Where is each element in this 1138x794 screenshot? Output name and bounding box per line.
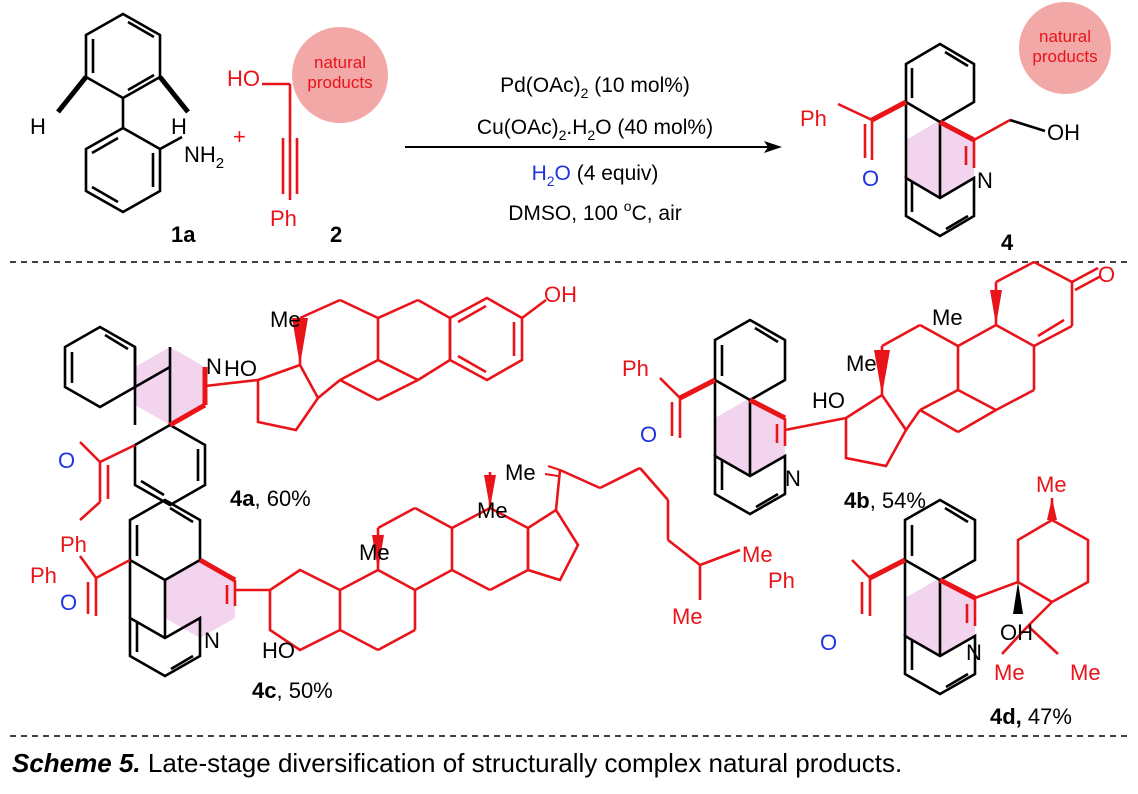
reaction-scheme: H H NH2 1a + natural products HO Ph 2 Pd… [10, 2, 1128, 737]
reactant-1a [56, 12, 190, 214]
product-4 [837, 42, 1046, 238]
reactant-2 [262, 82, 299, 200]
compound-label-1a: 1a [171, 222, 196, 247]
oh-label-4d: OH [1000, 620, 1033, 645]
me-label-4c-1: Me [359, 540, 390, 565]
compound-label-4c: 4c, 50% [252, 678, 333, 703]
oh-label-4a: OH [544, 282, 577, 307]
product-4d [851, 498, 1090, 696]
natural-product-circle-product [1019, 2, 1111, 94]
ph-label-4c: Ph [30, 563, 57, 588]
plus-sign: + [233, 124, 246, 149]
condition-copper: Cu(OAc)2.H2O (40 mol%) [477, 116, 713, 143]
me-label-4d-3: Me [1070, 660, 1101, 685]
product-4a [63, 296, 547, 521]
caption-text: Late-stage diversification of structural… [140, 748, 903, 778]
natural-products-text: natural [314, 53, 366, 72]
oh-label-product: OH [1047, 120, 1080, 145]
me-label-4c-2: Me [477, 498, 508, 523]
o-ketone-label-4b: O [1098, 262, 1115, 287]
natural-products-text-2: products [307, 73, 372, 92]
product-4c [78, 465, 741, 678]
ph-label-product: Ph [800, 106, 827, 131]
o-label-4d: O [820, 630, 837, 655]
o-label-product: O [862, 166, 879, 191]
product-4b [659, 260, 1102, 516]
compound-label-4: 4 [1001, 230, 1014, 255]
compound-label-4b: 4b, 54% [844, 488, 926, 513]
condition-catalyst: Pd(OAc)2 (10 mol%) [500, 74, 690, 101]
me-label-4c-3: Me [505, 460, 536, 485]
h-left-label: H [30, 114, 46, 139]
me-label-4c-4: Me [742, 542, 773, 567]
n-label-product: N [977, 168, 993, 193]
ho-label-4c: HO [262, 638, 295, 663]
ho-label: HO [227, 66, 260, 91]
o-label-4b: O [640, 422, 657, 447]
me-label-4b-2: Me [932, 305, 963, 330]
o-label-4c: O [60, 590, 77, 615]
compound-label-4d: 4d, 47% [990, 704, 1072, 729]
me-label-4d-2: Me [994, 660, 1025, 685]
ph-label-4a: Ph [60, 532, 87, 557]
me-label-4c-5: Me [672, 604, 703, 629]
ho-label-4a: HO [224, 356, 257, 381]
n-label-4d: N [966, 640, 982, 665]
ph-label-4d: Ph [768, 568, 795, 593]
ho-label-4b: HO [812, 388, 845, 413]
compound-label-4a: 4a, 60% [230, 486, 311, 511]
natural-products-text-product: natural [1039, 27, 1091, 46]
caption-label: Scheme 5. [12, 748, 141, 778]
natural-product-circle [292, 27, 388, 123]
me-label-4a: Me [270, 307, 301, 332]
o-label-4a: O [58, 448, 75, 473]
scheme-caption: Scheme 5. Late-stage diversification of … [12, 748, 1132, 779]
h-right-label: H [171, 114, 187, 139]
natural-products-text-product-2: products [1032, 47, 1097, 66]
nh2-label: NH2 [184, 142, 224, 172]
n-label-4c: N [204, 628, 220, 653]
condition-solvent: DMSO, 100 oC, air [508, 198, 682, 225]
reaction-arrow [405, 141, 782, 153]
compound-label-2: 2 [330, 222, 342, 247]
ph-label: Ph [270, 206, 297, 231]
me-label-4b-1: Me [846, 351, 877, 376]
condition-water: H2O (4 equiv) [532, 162, 659, 189]
n-label-4a: N [206, 354, 222, 379]
n-label-4b: N [785, 466, 801, 491]
me-label-4d-1: Me [1036, 472, 1067, 497]
ph-label-4b: Ph [622, 356, 649, 381]
